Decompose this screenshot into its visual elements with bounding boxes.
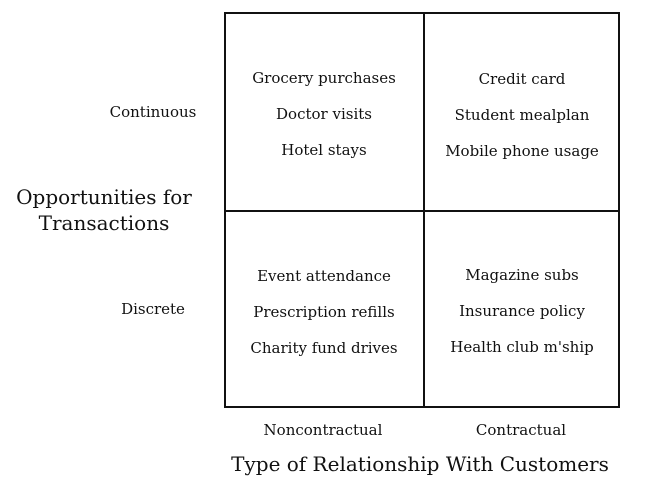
- quadrant-item: Grocery purchases: [252, 69, 396, 87]
- grid-horizontal-divider: [226, 210, 618, 212]
- quadrant-item: Charity fund drives: [250, 339, 398, 357]
- quadrant-item: Event attendance: [257, 267, 391, 285]
- x-axis-title: Type of Relationship With Customers: [231, 452, 609, 476]
- quadrant-item: Hotel stays: [281, 141, 367, 159]
- quadrant-item: Doctor visits: [276, 105, 372, 123]
- y-axis-title-line1: Opportunities for: [16, 185, 192, 209]
- quadrant-continuous-noncontractual: Grocery purchases Doctor visits Hotel st…: [226, 60, 422, 168]
- quadrant-item: Mobile phone usage: [445, 142, 599, 160]
- quadrant-discrete-contractual: Magazine subs Insurance policy Health cl…: [424, 257, 620, 365]
- quadrant-item: Credit card: [478, 70, 566, 88]
- quadrant-discrete-noncontractual: Event attendance Prescription refills Ch…: [226, 258, 422, 366]
- column-label-noncontractual: Noncontractual: [263, 421, 383, 439]
- quadrant-item: Prescription refills: [253, 303, 395, 321]
- row-label-continuous: Continuous: [109, 103, 197, 121]
- quadrant-item: Insurance policy: [459, 302, 585, 320]
- quadrant-item: Student mealplan: [454, 106, 590, 124]
- row-label-discrete: Discrete: [121, 300, 185, 318]
- y-axis-title-line2: Transactions: [38, 211, 170, 235]
- quadrant-continuous-contractual: Credit card Student mealplan Mobile phon…: [424, 61, 620, 169]
- quadrant-item: Health club m'ship: [450, 338, 594, 356]
- y-axis-title: Opportunities for Transactions: [4, 184, 204, 236]
- column-label-contractual: Contractual: [475, 421, 567, 439]
- quadrant-item: Magazine subs: [465, 266, 579, 284]
- matrix-grid: Grocery purchases Doctor visits Hotel st…: [224, 12, 620, 408]
